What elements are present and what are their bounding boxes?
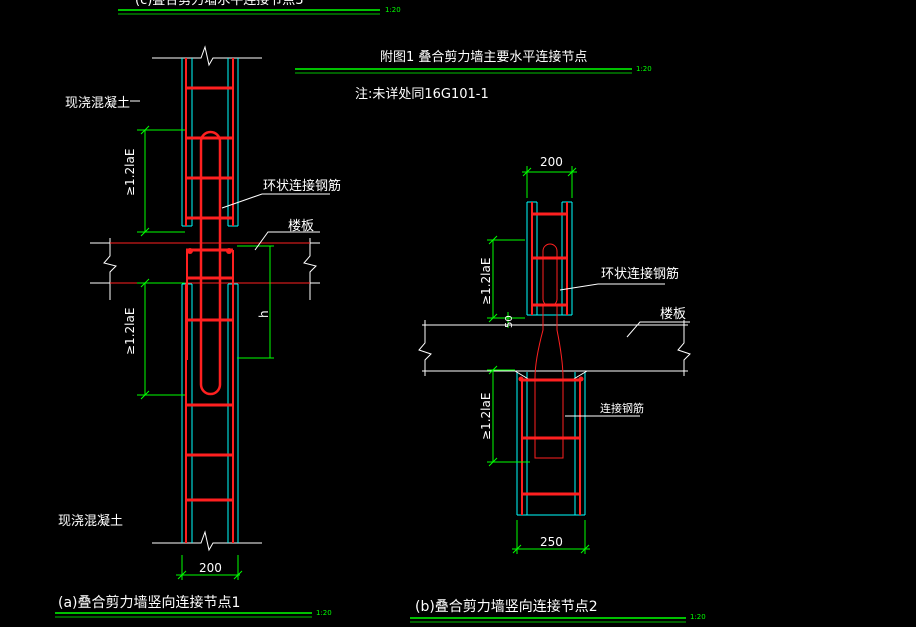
break-line-top-a [152, 45, 262, 67]
slab-a [90, 238, 320, 300]
dim-lower-lap-b-text: ≥1.2laE [479, 393, 493, 440]
lower-wall-b [516, 372, 586, 516]
top-cut-label: (c)叠合剪力墙水平连接节点3 [135, 0, 304, 8]
main-title-scale: 1:20 [636, 65, 652, 73]
caption-a: (a)叠合剪力墙竖向连接节点1 [58, 594, 240, 611]
vertical-bars-lower-b [521, 378, 581, 515]
ring-connecting-bar-a [199, 130, 222, 396]
general-note: 注:未详处同16G101-1 [355, 87, 489, 102]
detail-b: 200 ≥1.2laE 50 ≥1.2laE [410, 155, 706, 623]
dim-upper-lap-a-text: ≥1.2laE [123, 149, 137, 196]
dim-upper-lap-b-text: ≥1.2laE [479, 258, 493, 305]
horizontal-ties-a [186, 86, 233, 502]
caption-a-scale: 1:20 [316, 609, 332, 617]
label-slab-b: 楼板 [660, 307, 686, 322]
dim-upper-lap-a [137, 125, 185, 237]
label-conn-bar-b: 连接钢筋 [600, 401, 644, 415]
dim-upper-lap-b [487, 235, 525, 323]
ring-connecting-bar-b [542, 243, 558, 307]
break-line-bottom-a [152, 530, 262, 552]
dim-top-width-b-text: 200 [540, 155, 563, 169]
dim-width-a [176, 555, 243, 580]
dim-slab-h-a-text: h [257, 310, 271, 318]
vertical-bars-a [185, 58, 234, 543]
caption-b: (b)叠合剪力墙竖向连接节点2 [415, 598, 598, 615]
dim-lower-lap-a [137, 278, 185, 400]
horizontal-ties-lower-b [522, 378, 580, 496]
caption-b-scale: 1:20 [690, 613, 706, 621]
dim-bottom-width-b [512, 520, 590, 554]
dim-lower-lap-b [487, 365, 530, 467]
upper-wall-a [181, 58, 239, 227]
label-cast-concrete-bottom-a: 现浇混凝土 [58, 513, 123, 529]
main-title-block: 附图1 叠合剪力墙主要水平连接节点 1:20 注:未详处同16G101-1 [295, 49, 652, 102]
label-slab-a: 楼板 [288, 219, 314, 234]
main-title: 附图1 叠合剪力墙主要水平连接节点 [380, 49, 587, 65]
lower-wall-a [181, 283, 239, 543]
dim-lower-lap-a-text: ≥1.2laE [123, 308, 137, 355]
dim-slab-h-a [237, 245, 274, 359]
top-cut-scale: 1:20 [385, 6, 401, 14]
dim-top-width-b [522, 166, 577, 198]
dim-gap-b-text: 50 [504, 315, 515, 328]
label-ring-bar-a: 环状连接钢筋 [263, 178, 341, 194]
dim-width-a-text: 200 [199, 561, 222, 575]
slab-b [418, 320, 691, 381]
detail-a: ≥1.2laE ≥1.2laE h 200 现浇混凝土 现浇 [55, 45, 341, 618]
label-ring-bar-b: 环状连接钢筋 [601, 266, 679, 282]
top-cut-title: (c)叠合剪力墙水平连接节点3 1:20 [118, 0, 401, 15]
horizontal-ties-upper-b [532, 212, 567, 307]
dim-bottom-width-b-text: 250 [540, 535, 563, 549]
label-cast-concrete-top-a: 现浇混凝土 [65, 95, 130, 111]
flared-connecting-bar-b [534, 306, 564, 459]
